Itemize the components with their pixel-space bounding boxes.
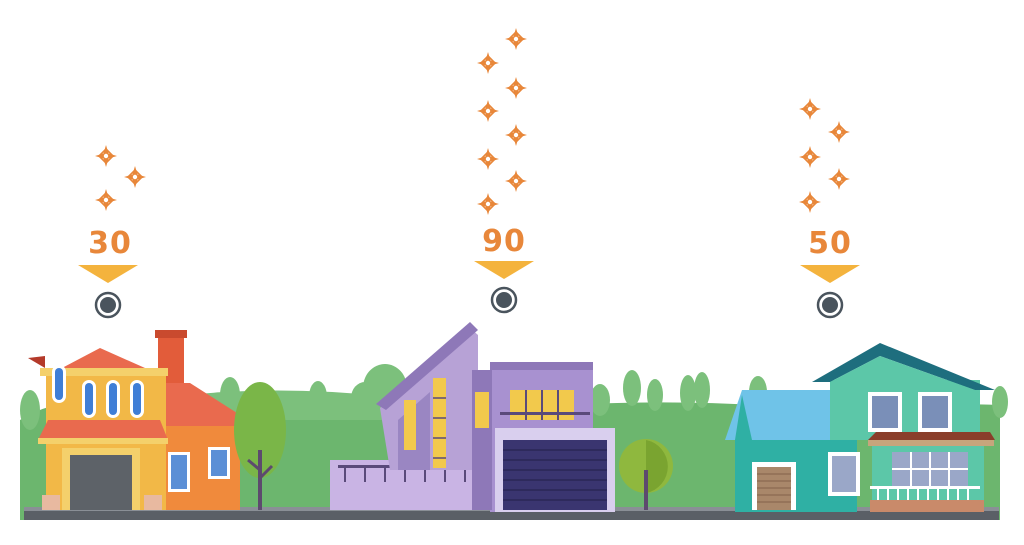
location-pin-icon [94,291,122,319]
star-icon [476,147,500,171]
star-icon [827,120,851,144]
rating-stars-left [94,144,147,212]
star-icon [476,99,500,123]
location-pin-icon [490,286,518,314]
star-icon [476,51,500,75]
star-icon [798,97,822,121]
arrow-down-icon [78,265,138,283]
arrow-down-icon [800,265,860,283]
house-left [28,330,248,510]
tree-center [619,439,673,510]
star-icon [476,192,500,216]
star-icon [827,167,851,191]
star-icon [94,144,118,168]
house-center [330,322,615,512]
score-label-center: 90 [482,224,526,259]
score-label-left: 30 [88,226,132,261]
house-right [725,343,995,512]
star-icon [94,188,118,212]
star-icon [504,169,528,193]
star-icon [504,76,528,100]
arrow-down-icon [474,261,534,279]
rating-stars-center [476,27,528,216]
tree-left [234,382,286,510]
location-pin-icon [816,291,844,319]
star-icon [798,190,822,214]
rating-stars-right [798,97,851,214]
star-icon [504,27,528,51]
star-icon [123,165,147,189]
star-icon [798,145,822,169]
star-icon [504,123,528,147]
score-label-right: 50 [808,226,852,261]
